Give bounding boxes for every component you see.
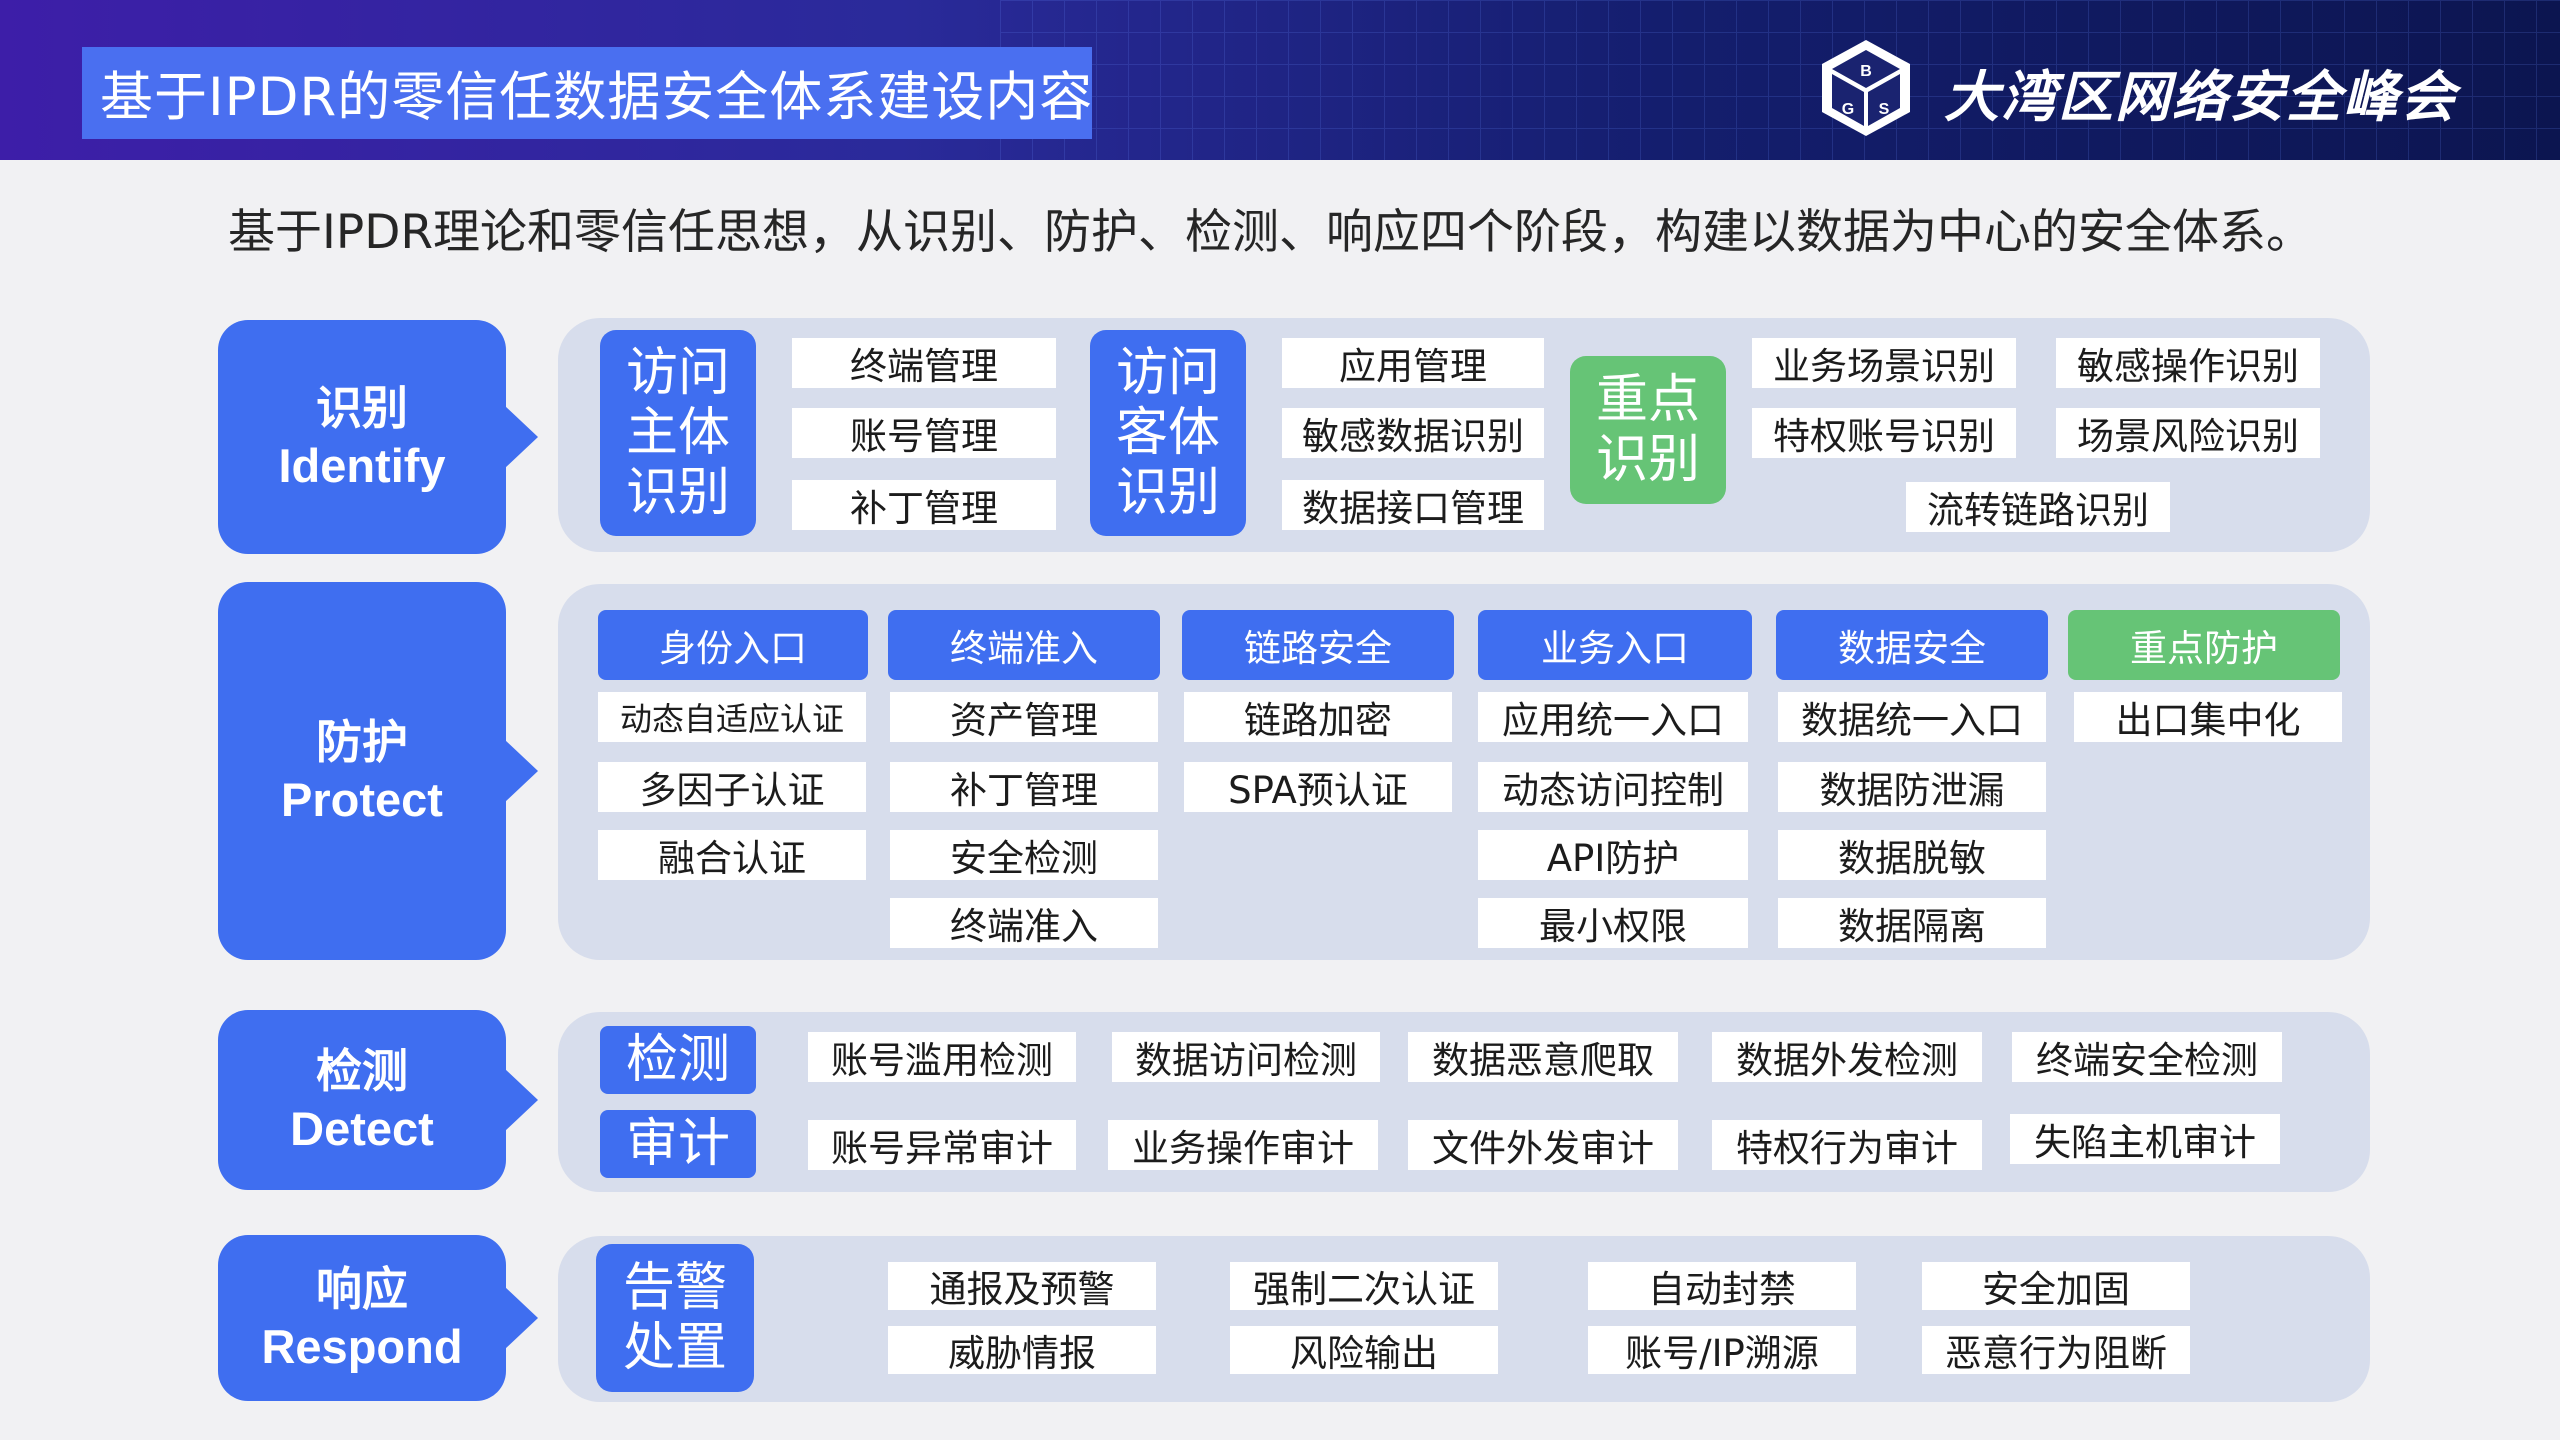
protect-column-head: 链路安全: [1182, 610, 1454, 680]
svg-text:B: B: [1860, 63, 1872, 80]
subject-item: 终端管理: [792, 338, 1056, 388]
badge-detect: 检测: [600, 1026, 756, 1094]
badge-focus-identify: 重点 识别: [1570, 356, 1726, 504]
stage-en-label: Respond: [261, 1320, 463, 1373]
protect-item: 动态访问控制: [1478, 762, 1748, 812]
header-grid-pattern: [1000, 0, 2560, 160]
object-item: 敏感数据识别: [1282, 408, 1544, 458]
respond-item: 风险输出: [1230, 1326, 1498, 1375]
audit-item: 业务操作审计: [1108, 1120, 1378, 1170]
protect-item: 终端准入: [890, 898, 1158, 948]
focus-item: 流转链路识别: [1906, 482, 2170, 532]
detect-item: 账号滥用检测: [808, 1032, 1076, 1082]
protect-item: 出口集中化: [2074, 692, 2342, 742]
focus-item: 特权账号识别: [1752, 408, 2016, 458]
protect-item: 数据统一入口: [1778, 692, 2046, 742]
badge-object-identify: 访问 客体 识别: [1090, 330, 1246, 536]
protect-item: 融合认证: [598, 830, 866, 880]
stage-zh-label: 响应: [316, 1262, 408, 1316]
svg-text:S: S: [1879, 101, 1890, 118]
stage-en-label: Identify: [278, 439, 446, 492]
page-title-box: 基于IPDR的零信任数据安全体系建设内容: [82, 47, 1092, 139]
focus-item: 敏感操作识别: [2056, 338, 2320, 388]
protect-column-head: 数据安全: [1776, 610, 2048, 680]
protect-column-head-focus: 重点防护: [2068, 610, 2340, 680]
audit-item: 文件外发审计: [1408, 1120, 1678, 1170]
protect-item: SPA预认证: [1184, 762, 1452, 812]
badge-alert-disposal: 告警 处置: [596, 1244, 754, 1392]
stage-en-label: Protect: [281, 773, 443, 826]
respond-item: 账号/IP溯源: [1588, 1326, 1856, 1375]
brand-name: 大湾区网络安全峰会: [1944, 65, 2458, 129]
protect-item: API防护: [1478, 830, 1748, 880]
subtitle: 基于IPDR理论和零信任思想，从识别、防护、检测、响应四个阶段，构建以数据为中心…: [228, 205, 2314, 260]
detect-item: 数据恶意爬取: [1408, 1032, 1678, 1082]
stage-zh-label: 检测: [316, 1044, 408, 1098]
audit-item: 失陷主机审计: [2010, 1114, 2280, 1164]
respond-item: 安全加固: [1922, 1262, 2190, 1311]
audit-item: 特权行为审计: [1712, 1120, 1982, 1170]
stage-identify: 识别 Identify: [218, 320, 538, 554]
detect-item: 数据外发检测: [1712, 1032, 1982, 1082]
protect-column-head: 身份入口: [598, 610, 868, 680]
respond-item: 通报及预警: [888, 1262, 1156, 1311]
detect-item: 数据访问检测: [1112, 1032, 1380, 1082]
object-item: 数据接口管理: [1282, 480, 1544, 530]
detect-item: 终端安全检测: [2012, 1032, 2282, 1082]
stage-zh-label: 防护: [316, 715, 408, 769]
protect-item: 数据防泄漏: [1778, 762, 2046, 812]
protect-item: 数据隔离: [1778, 898, 2046, 948]
respond-item: 恶意行为阻断: [1922, 1326, 2190, 1375]
protect-column-head: 业务入口: [1478, 610, 1752, 680]
stage-protect: 防护 Protect: [218, 582, 538, 960]
protect-item: 数据脱敏: [1778, 830, 2046, 880]
badge-audit: 审计: [600, 1110, 756, 1178]
protect-item: 资产管理: [890, 692, 1158, 742]
protect-item: 补丁管理: [890, 762, 1158, 812]
protect-column-head: 终端准入: [888, 610, 1160, 680]
object-item: 应用管理: [1282, 338, 1544, 388]
focus-item: 业务场景识别: [1752, 338, 2016, 388]
protect-item: 安全检测: [890, 830, 1158, 880]
focus-item: 场景风险识别: [2056, 408, 2320, 458]
stage-detect: 检测 Detect: [218, 1010, 538, 1190]
respond-item: 自动封禁: [1588, 1262, 1856, 1311]
respond-item: 强制二次认证: [1230, 1262, 1498, 1311]
protect-item: 最小权限: [1478, 898, 1748, 948]
protect-item: 链路加密: [1184, 692, 1452, 742]
protect-item: 动态自适应认证: [598, 692, 866, 742]
page-title: 基于IPDR的零信任数据安全体系建设内容: [100, 67, 1094, 128]
summit-logo-icon: B G S: [1822, 40, 1910, 136]
audit-item: 账号异常审计: [808, 1120, 1076, 1170]
protect-item: 应用统一入口: [1478, 692, 1748, 742]
stage-respond: 响应 Respond: [218, 1235, 538, 1401]
stage-en-label: Detect: [290, 1102, 434, 1155]
respond-item: 威胁情报: [888, 1326, 1156, 1375]
svg-text:G: G: [1842, 101, 1854, 118]
badge-subject-identify: 访问 主体 识别: [600, 330, 756, 536]
stage-zh-label: 识别: [316, 381, 408, 435]
header-banner: 基于IPDR的零信任数据安全体系建设内容 B G S 大湾区网络安全峰会: [0, 0, 2560, 160]
subject-item: 账号管理: [792, 408, 1056, 458]
protect-item: 多因子认证: [598, 762, 866, 812]
subject-item: 补丁管理: [792, 480, 1056, 530]
